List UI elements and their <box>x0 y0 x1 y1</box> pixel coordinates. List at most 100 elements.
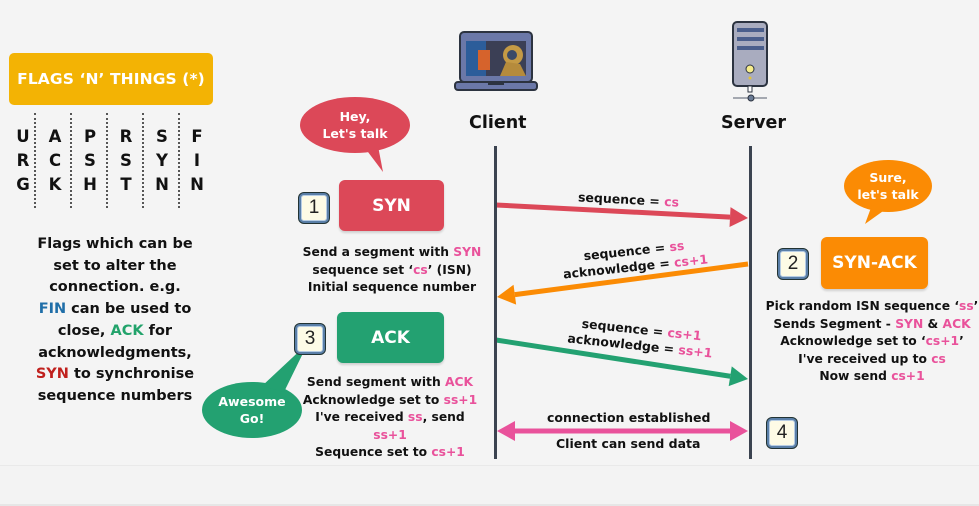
caption-line: Pick random ISN sequence ‘ss’ <box>765 298 979 316</box>
caption-text: Acknowledge set to ‘ <box>780 334 926 348</box>
server-label: Server <box>721 113 787 133</box>
established-bottom-label: Client can send data <box>556 436 701 451</box>
flag-syn: S Y N <box>147 125 177 197</box>
desc-line: close, ACK for <box>22 321 208 343</box>
flag-fin: F I N <box>182 125 212 197</box>
flag-rst: R S T <box>111 125 141 197</box>
established-arrow-head <box>730 421 748 441</box>
established-top-label: connection established <box>547 410 711 425</box>
caption-line: sequence set ‘cs’ (ISN) <box>300 262 484 280</box>
step-1-badge: 1 <box>299 193 329 223</box>
caption-text: , send <box>422 410 465 424</box>
caption-text: Send segment with <box>306 375 445 389</box>
syn-arrow <box>495 202 748 228</box>
bubble-client-hello-text: Hey, Let's talk <box>300 108 410 142</box>
caption-text: I've received up to <box>798 351 932 366</box>
flag-letter: I <box>193 151 201 170</box>
desc-line: SYN to synchronise <box>22 364 208 386</box>
ack-highlight: ACK <box>110 322 144 339</box>
desc-line: acknowledgments, <box>38 344 192 361</box>
arrow-label-highlight: cs <box>663 193 680 210</box>
caption-line: I've received up to cs <box>765 351 979 369</box>
flag-letter: P <box>83 127 97 146</box>
caption-text: & <box>923 316 943 331</box>
caption-highlight: SYN <box>895 316 924 331</box>
caption-highlight: ss+1 <box>443 392 478 407</box>
caption-highlight: ss+1 <box>373 427 407 442</box>
laptop-icon <box>454 31 538 91</box>
caption-line: Sequence set to cs+1 <box>300 444 480 462</box>
synack-arrow <box>497 261 749 305</box>
caption-highlight: ss <box>959 299 974 313</box>
flag-psh: P S H <box>75 125 105 197</box>
desc-line: connection. e.g. <box>49 279 181 296</box>
bubble-server-reply-text: Sure, let's talk <box>844 169 932 203</box>
caption-highlight: ss <box>407 410 423 424</box>
flag-letter: G <box>16 175 30 194</box>
caption-text: Sequence set to <box>315 445 432 459</box>
server-lifeline <box>749 146 752 459</box>
caption-highlight: cs+1 <box>431 445 465 459</box>
bubble-client-ack-text: Awesome Go! <box>202 393 302 427</box>
desc-text: close, <box>57 322 111 339</box>
syn-arrow-shaft <box>495 202 731 220</box>
flag-letter: U <box>16 127 30 146</box>
flag-letter: S <box>156 127 168 146</box>
client-lifeline <box>494 146 497 459</box>
caption-highlight: cs <box>931 351 946 366</box>
step-3-badge: 3 <box>295 324 325 354</box>
caption-highlight: ACK <box>444 375 474 389</box>
flag-letter: T <box>120 175 132 194</box>
flag-separator <box>142 113 144 208</box>
syn-highlight: SYN <box>35 366 69 383</box>
client-label: Client <box>469 113 527 133</box>
syn-ack-box: SYN-ACK <box>821 237 928 289</box>
flags-grid: U R G A C K P S H R S T S Y N F I N <box>12 113 212 213</box>
caption-text: Acknowledge set to <box>302 392 444 407</box>
flag-letter: H <box>83 175 97 194</box>
bubble-line: let's talk <box>857 187 919 202</box>
synack-arrow-head <box>497 284 517 305</box>
flag-letter: F <box>191 127 203 146</box>
step-1-caption: Send a segment with SYN sequence set ‘cs… <box>300 244 484 297</box>
desc-text: to synchronise <box>68 366 195 383</box>
flags-description: Flags which can be set to alter the conn… <box>22 234 208 408</box>
flag-urg: U R G <box>8 125 38 197</box>
flags-title: FLAGS ‘N’ THINGS (*) <box>9 53 213 105</box>
flag-separator <box>178 113 180 208</box>
desc-line: sequence numbers <box>37 387 193 404</box>
syn-box: SYN <box>339 180 444 231</box>
arrow-label-highlight: ss+1 <box>677 342 714 361</box>
bubble-client-ack <box>202 343 308 438</box>
desc-line: Flags which can be <box>37 236 193 252</box>
flag-ack: A C K <box>40 125 70 197</box>
desc-line: set to alter the <box>53 257 177 274</box>
synack-arrow-shaft <box>514 261 749 298</box>
caption-text: Sends Segment - <box>773 316 896 331</box>
bubble-line: Go! <box>239 411 265 426</box>
step-3-caption: Send segment with ACK Acknowledge set to… <box>300 374 480 462</box>
arrow-label-text: sequence = <box>577 189 665 209</box>
bubble-client-hello <box>300 97 410 172</box>
caption-highlight: cs+1 <box>925 334 960 348</box>
flag-letter: R <box>119 127 133 146</box>
bubble-line: Hey, <box>339 109 371 124</box>
bubble-line: Let's talk <box>322 126 388 141</box>
caption-line: Send segment with ACK <box>300 374 480 392</box>
caption-line: Initial sequence number <box>307 280 477 294</box>
flag-separator <box>106 113 108 208</box>
caption-line: I've received ss, send ss+1 <box>300 409 480 444</box>
established-arrow <box>497 421 748 441</box>
flag-letter: A <box>48 127 62 146</box>
fin-highlight: FIN <box>38 301 67 318</box>
bubble-server-reply <box>844 160 932 224</box>
caption-line: Sends Segment - SYN & ACK <box>765 316 979 334</box>
flag-letter: R <box>16 151 30 170</box>
caption-highlight: SYN <box>453 245 482 259</box>
flag-letter: K <box>48 175 62 194</box>
established-arrow-head <box>497 421 515 441</box>
ack-arrow-head <box>728 366 748 387</box>
arrow-label-highlight: cs+1 <box>673 251 709 270</box>
flag-separator <box>70 113 72 208</box>
ack-box: ACK <box>337 312 444 363</box>
